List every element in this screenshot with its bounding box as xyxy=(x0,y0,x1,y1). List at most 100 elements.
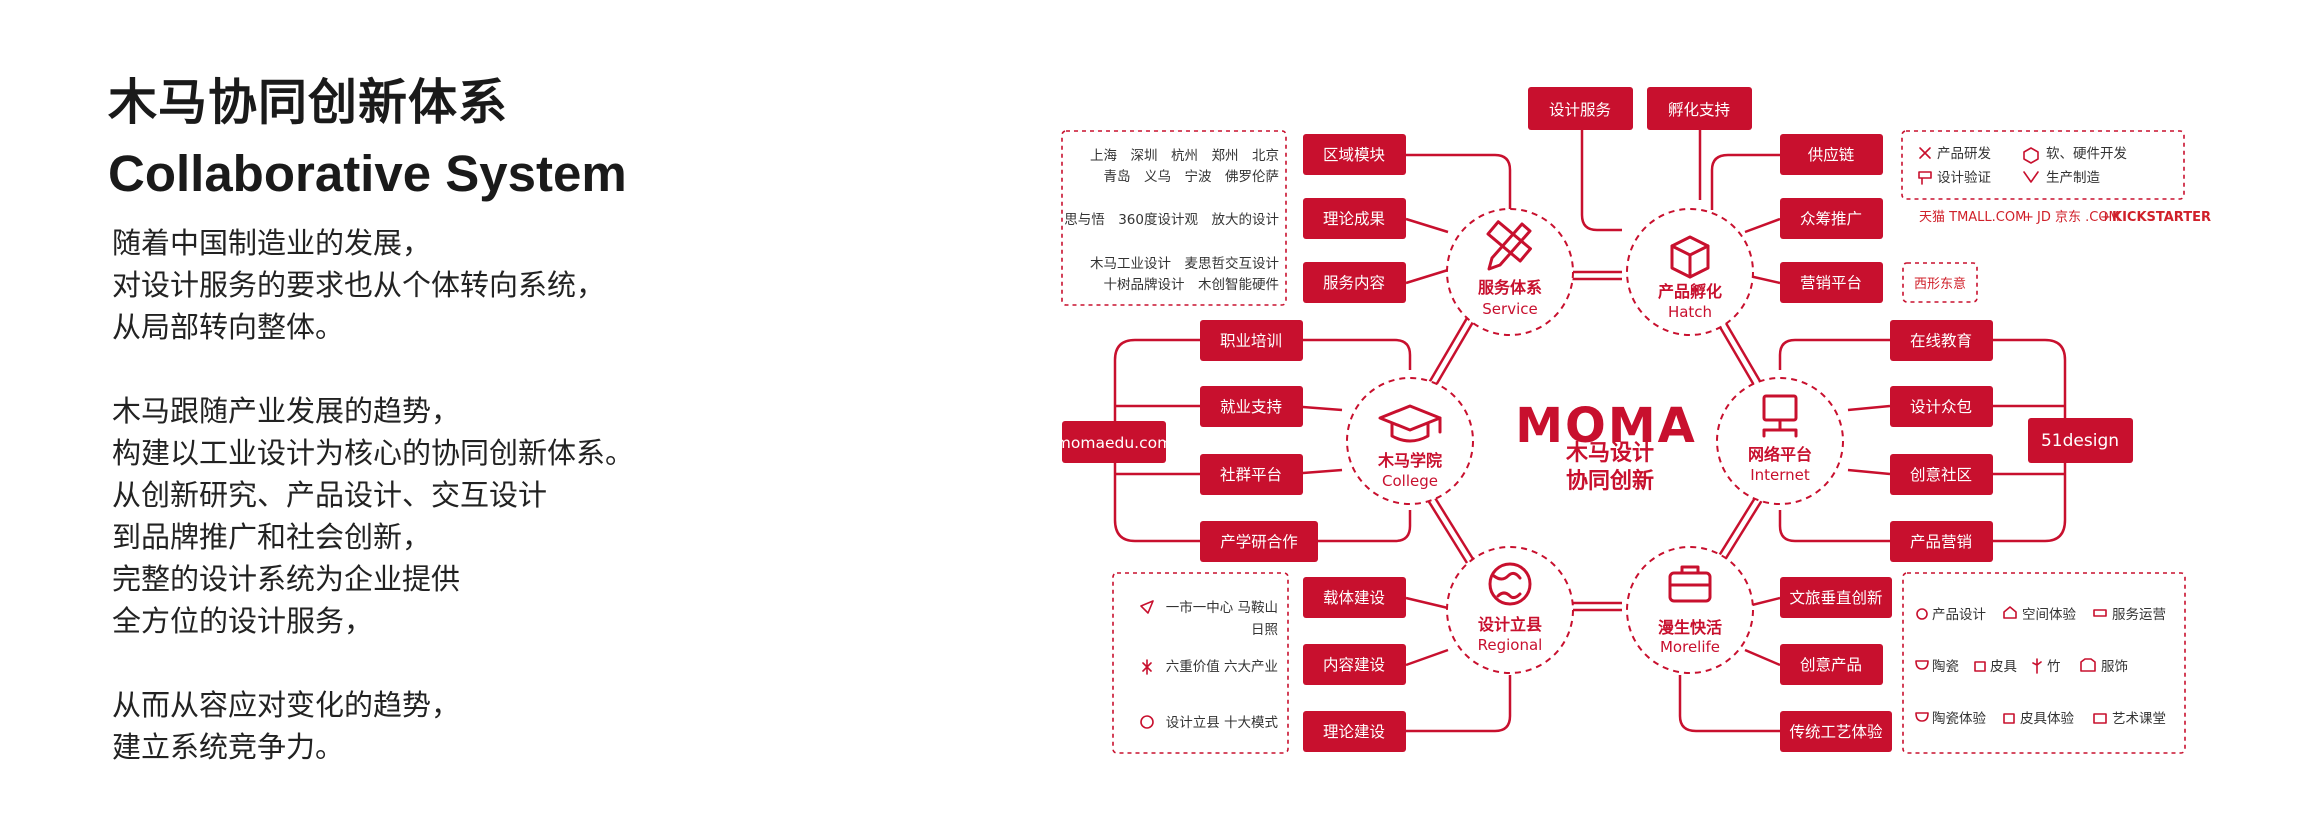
intro-line: 从局部转向整体。 xyxy=(112,310,345,344)
intro-line: 全方位的设计服务， xyxy=(112,604,374,638)
logo-tmall: 天猫 TMALL.COM xyxy=(1919,210,2026,225)
note-west-east: 西形东意 xyxy=(1914,276,1966,292)
hub-service: 服务体系 Service xyxy=(1446,208,1574,336)
service-labels: 区域模块 理论成果 服务内容 xyxy=(1303,134,1406,303)
note-product-design: 产品设计 xyxy=(1932,607,1986,623)
hatch-info-box xyxy=(1901,130,2185,200)
morelife-notes: 产品设计 空间体验 服务运营 陶瓷 皮具 竹 服饰 陶瓷体验 皮具体验 艺术课堂 xyxy=(1915,606,2166,727)
page-title-cn: 木马协同创新体系 xyxy=(108,74,509,131)
hub-hatch-en: Hatch xyxy=(1668,303,1712,321)
note-carrier-2: 日照 xyxy=(1251,622,1278,638)
bag-icon xyxy=(1974,661,1986,672)
label-marketing-platform: 营销平台 xyxy=(1800,274,1862,292)
service-notes: 上海 深圳 杭州 郑州 北京 青岛 义乌 宁波 佛罗伦萨 思与悟 360度设计观… xyxy=(1064,148,1279,293)
note-carrier-1: 一市一中心 马鞍山 xyxy=(1166,599,1278,616)
ruler-pencil-icon xyxy=(1486,220,1532,271)
label-vocational-training: 职业培训 xyxy=(1220,332,1282,350)
cup-icon xyxy=(1915,660,1929,670)
intro-line: 随着中国制造业的发展， xyxy=(112,226,432,260)
manufacture-icon xyxy=(2023,171,2039,183)
internet-labels: 在线教育 设计众包 创意社区 产品营销 51design xyxy=(1890,320,2133,562)
send-icon xyxy=(1140,600,1154,614)
site-51design: 51design xyxy=(2041,431,2119,451)
intro-paragraph-3: 从而从容应对变化的趋势， 建立系统竞争力。 xyxy=(112,684,672,768)
note-theory-mode: 设计立县 十大模式 xyxy=(1166,715,1279,731)
hub-ring-connectors xyxy=(1424,270,1766,612)
top-labels: 设计服务 孵化支持 xyxy=(1528,87,1752,130)
hub-college-cn: 木马学院 xyxy=(1377,451,1442,470)
shirt-icon xyxy=(2080,658,2096,672)
plus-sign: + xyxy=(2023,210,2034,225)
site-momaedu: momaedu.com xyxy=(1056,434,1172,452)
market-info-box xyxy=(1902,262,1978,303)
note-ceramics: 陶瓷 xyxy=(1932,659,1959,675)
label-cultural-tourism: 文旅垂直创新 xyxy=(1789,589,1882,607)
cube-icon xyxy=(2023,147,2039,164)
label-service-content: 服务内容 xyxy=(1323,274,1385,292)
hub-internet-cn: 网络平台 xyxy=(1748,445,1812,464)
cup-icon xyxy=(1915,712,1929,722)
hub-internet: 网络平台 Internet xyxy=(1716,377,1844,505)
label-design-crowdsource: 设计众包 xyxy=(1910,398,1972,416)
note-leather: 皮具 xyxy=(1990,659,2017,675)
intro-paragraph-1: 随着中国制造业的发展， 对设计服务的要求也从个体转向系统， 从局部转向整体。 xyxy=(112,222,672,348)
service-icon xyxy=(2093,609,2107,617)
tools-icon xyxy=(1919,147,1931,159)
note-leather-exp: 皮具体验 xyxy=(2020,711,2075,727)
regional-notes: 一市一中心 马鞍山 日照 六重价值 六大产业 设计立县 十大模式 xyxy=(1140,599,1279,731)
value-icon xyxy=(1142,659,1152,675)
page-title-en: Collaborative System xyxy=(108,145,627,202)
note-cities-1: 上海 深圳 杭州 郑州 北京 xyxy=(1090,148,1279,164)
note-service-ops: 服务运营 xyxy=(2112,607,2166,623)
hub-hatch-cn: 产品孵化 xyxy=(1658,282,1722,301)
label-community-platform: 社群平台 xyxy=(1220,466,1282,484)
note-art-class: 艺术课堂 xyxy=(2112,711,2166,727)
intro-line: 到品牌推广和社会创新， xyxy=(112,520,432,554)
intro-line: 木马跟随产业发展的趋势， xyxy=(112,394,461,428)
note-theory: 思与悟 360度设计观 放大的设计 xyxy=(1064,212,1279,228)
label-employment-support: 就业支持 xyxy=(1220,398,1282,416)
graduation-cap-icon xyxy=(1378,404,1442,443)
note-space-experience: 空间体验 xyxy=(2022,607,2077,623)
hub-internet-en: Internet xyxy=(1750,466,1810,484)
hub-morelife-en: Morelife xyxy=(1660,638,1720,656)
label-industry-academia: 产学研合作 xyxy=(1220,533,1298,551)
hub-morelife-cn: 漫生快活 xyxy=(1658,618,1722,637)
hatch-labels: 供应链 众筹推广 营销平台 xyxy=(1780,134,1883,303)
morelife-labels: 文旅垂直创新 创意产品 传统工艺体验 xyxy=(1780,577,1892,752)
note-bamboo: 竹 xyxy=(2047,659,2061,675)
center-logo: MOMA 木马设计 协同创新 xyxy=(1515,398,1694,494)
product-icon xyxy=(1916,608,1928,620)
morelife-info-box xyxy=(1902,572,2186,754)
intro-text: 随着中国制造业的发展， 对设计服务的要求也从个体转向系统， 从局部转向整体。 木… xyxy=(112,222,672,810)
label-product-marketing: 产品营销 xyxy=(1910,533,1972,551)
verify-icon xyxy=(1918,171,1932,185)
note-product-rd: 产品研发 xyxy=(1937,146,1991,162)
label-theory-results: 理论成果 xyxy=(1323,210,1385,228)
hub-regional-en: Regional xyxy=(1478,636,1543,654)
intro-line: 建立系统竞争力。 xyxy=(112,730,345,764)
hub-regional-cn: 设计立县 xyxy=(1478,615,1542,634)
house-icon xyxy=(2003,606,2017,619)
note-apparel: 服饰 xyxy=(2101,659,2128,675)
note-design-verify: 设计验证 xyxy=(1937,170,1991,186)
note-cities-2: 青岛 义乌 宁波 佛罗伦萨 xyxy=(1104,168,1280,185)
label-region-module: 区域模块 xyxy=(1323,146,1385,164)
label-crowdfunding: 众筹推广 xyxy=(1800,210,1862,228)
college-labels: 职业培训 就业支持 社群平台 产学研合作 momaedu.com xyxy=(1056,320,1318,562)
hub-morelife: 漫生快活 Morelife xyxy=(1626,546,1754,674)
hub-regional: 设计立县 Regional xyxy=(1446,546,1574,674)
label-supply-chain: 供应链 xyxy=(1808,145,1855,164)
label-theory-build: 理论建设 xyxy=(1323,723,1385,741)
label-hatch-support: 孵化支持 xyxy=(1668,101,1730,119)
hub-college: 木马学院 College xyxy=(1346,377,1474,505)
note-content-2: 十树品牌设计 木创智能硬件 xyxy=(1104,276,1280,293)
hatch-notes: 产品研发 软、硬件开发 设计验证 生产制造 天猫 TMALL.COM + JD … xyxy=(1914,146,2211,292)
note-software-hardware: 软、硬件开发 xyxy=(2046,146,2127,162)
label-design-service: 设计服务 xyxy=(1549,101,1611,119)
label-creative-community: 创意社区 xyxy=(1910,465,1972,484)
regional-info-box xyxy=(1112,572,1289,754)
label-online-education: 在线教育 xyxy=(1910,332,1972,350)
intro-line: 构建以工业设计为核心的协同创新体系。 xyxy=(112,436,635,470)
